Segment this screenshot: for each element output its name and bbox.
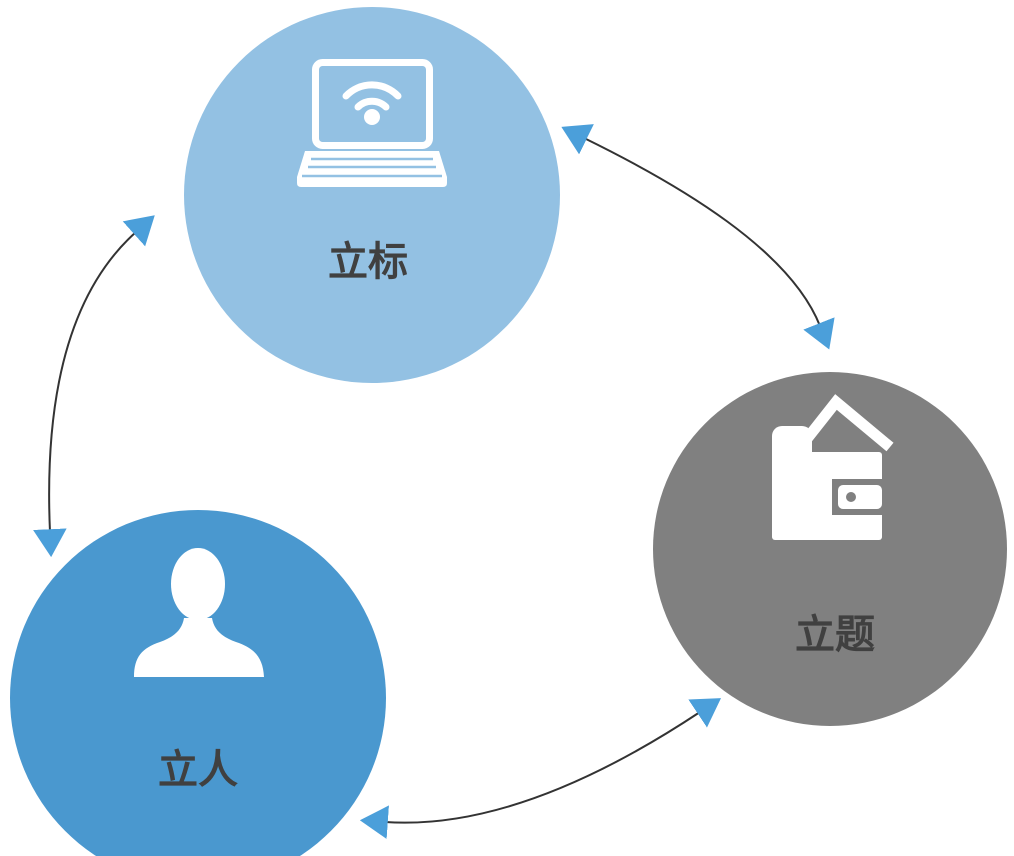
laptop-screen-frame [312, 59, 433, 149]
wallet-card [801, 394, 894, 452]
laptop-base [297, 151, 447, 187]
node-circle-top [184, 7, 560, 383]
node-circle-left [10, 510, 386, 856]
connector-right-left [359, 698, 722, 839]
wallet-clasp-dot [846, 492, 856, 502]
wifi-dot [364, 109, 380, 125]
laptop-wifi-icon [297, 59, 447, 187]
wallet-body [772, 452, 882, 540]
connector-top-right [561, 124, 835, 350]
wifi-outer-arc [342, 81, 402, 100]
person-shoulders [134, 618, 264, 677]
connector-left-top [33, 215, 155, 558]
node-top: 立标 [184, 7, 560, 383]
node-right: 立题 [653, 372, 1007, 726]
node-circle-right [653, 372, 1007, 726]
node-label-top: 立标 [328, 240, 408, 284]
node-label-right: 立题 [795, 613, 875, 657]
wallet-back-tab [772, 426, 812, 466]
wifi-inner-arc [354, 97, 390, 111]
wallet-clasp [838, 485, 882, 509]
node-label-left: 立人 [158, 748, 238, 792]
person-icon [134, 548, 264, 677]
wallet-icon [772, 394, 894, 540]
person-head [171, 548, 225, 620]
node-left: 立人 [10, 510, 386, 856]
